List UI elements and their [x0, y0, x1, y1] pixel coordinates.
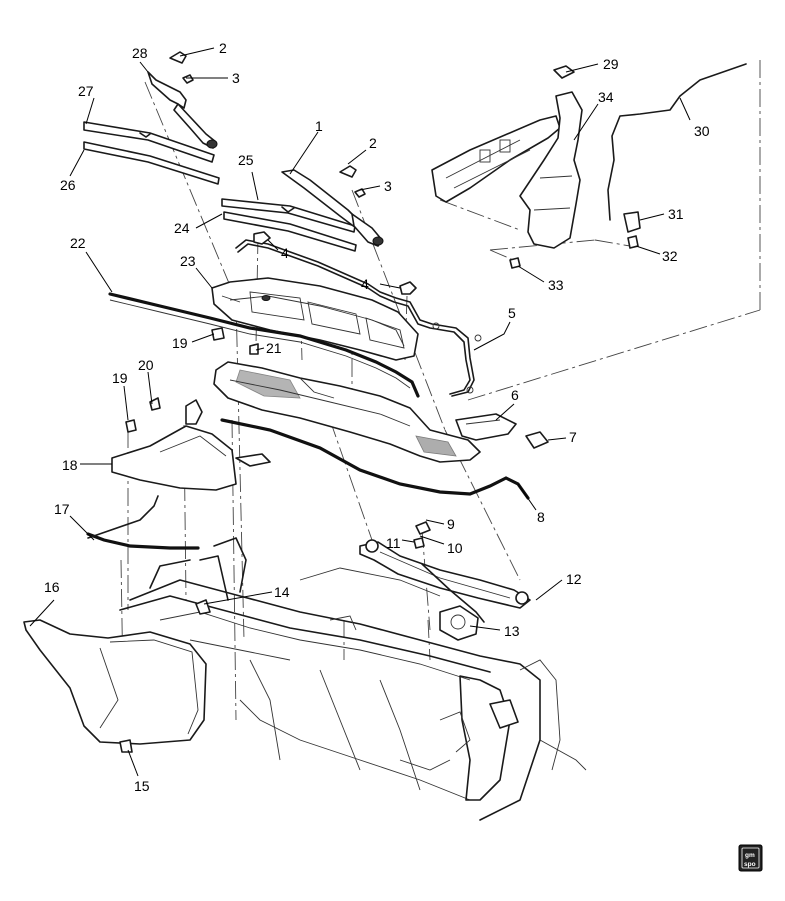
logo-line-2: spo — [744, 861, 756, 868]
callout-7: 7 — [569, 429, 577, 445]
callout-32: 32 — [662, 248, 678, 264]
callout-22: 22 — [70, 235, 86, 251]
callout-12: 12 — [566, 571, 582, 587]
logo-line-1: gm — [745, 852, 755, 859]
callout-27: 27 — [78, 83, 94, 99]
callout-6: 6 — [511, 387, 519, 403]
callout-17: 17 — [54, 501, 70, 517]
alignment-lines — [120, 60, 761, 746]
callout-labels: 1 2 2 3 3 4 4 5 6 7 8 9 10 11 12 13 14 1… — [44, 40, 710, 794]
callout-25: 25 — [238, 152, 254, 168]
wiper-blade-assembly-rh — [221, 165, 384, 252]
callout-11: 11 — [386, 535, 401, 551]
callout-9: 9 — [447, 516, 455, 532]
callout-19b: 19 — [172, 335, 188, 351]
callout-34: 34 — [598, 89, 614, 105]
washer-hose — [235, 231, 482, 397]
callout-30: 30 — [694, 123, 710, 139]
callout-20: 20 — [138, 357, 154, 373]
callout-26: 26 — [60, 177, 76, 193]
callout-18: 18 — [62, 457, 78, 473]
callout-19a: 19 — [112, 370, 128, 386]
callout-4a: 4 — [281, 245, 289, 261]
leader-lines — [29, 47, 691, 777]
wiper-motor-linkage — [359, 521, 531, 641]
callout-21: 21 — [266, 340, 282, 356]
callout-31: 31 — [668, 206, 684, 222]
callout-24: 24 — [174, 220, 190, 236]
cowl-seal — [108, 292, 420, 398]
callout-13: 13 — [504, 623, 520, 639]
fasteners — [125, 327, 259, 433]
callout-15: 15 — [134, 778, 150, 794]
callout-14: 14 — [274, 584, 290, 600]
callout-28: 28 — [132, 45, 148, 61]
wiper-blade-assembly-lh — [83, 71, 220, 185]
lower-cowl-panel — [213, 361, 549, 463]
cap-nut-upper — [169, 51, 194, 84]
gm-spo-logo: gm spo — [738, 844, 763, 872]
callout-29: 29 — [603, 56, 619, 72]
cowl-vent-panel — [211, 277, 419, 361]
callout-23: 23 — [180, 253, 196, 269]
callout-5: 5 — [508, 305, 516, 321]
callout-2a: 2 — [219, 40, 227, 56]
callout-10: 10 — [447, 540, 463, 556]
callout-16: 16 — [44, 579, 60, 595]
callout-1: 1 — [315, 118, 323, 134]
callout-33: 33 — [548, 277, 564, 293]
callout-8: 8 — [537, 509, 545, 525]
callout-3a: 3 — [232, 70, 240, 86]
left-side-trim-panels — [23, 397, 271, 753]
callout-3b: 3 — [384, 178, 392, 194]
callout-4b: 4 — [361, 276, 369, 292]
callout-2b: 2 — [369, 135, 377, 151]
vehicle-body-structure — [119, 537, 587, 821]
washer-fluid-reservoir — [431, 63, 747, 269]
lower-cowl-seal — [220, 418, 530, 500]
